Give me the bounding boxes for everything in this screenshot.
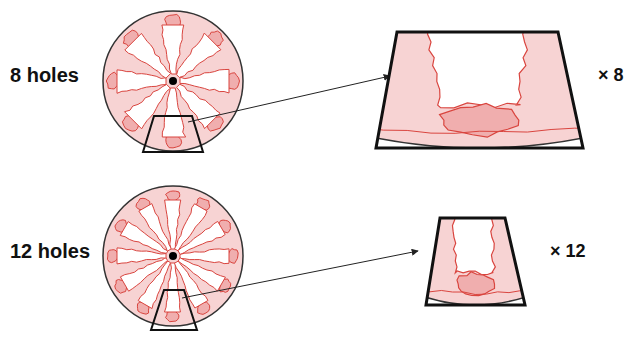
- hole-slot: [177, 33, 221, 77]
- wheel-disc: [103, 186, 243, 326]
- selection-frame: [143, 116, 203, 152]
- magnified-segment: [360, 26, 599, 166]
- rim-arc: [368, 136, 591, 148]
- zoom-arrow: [182, 251, 418, 298]
- segment-outline: [376, 32, 583, 148]
- wheel-disc: [103, 11, 243, 151]
- outside-rim: [423, 296, 528, 326]
- segment-outline: [426, 218, 525, 305]
- hole-slot: [427, 26, 527, 108]
- hole-slot: [125, 84, 171, 128]
- hole-slot: [180, 69, 229, 93]
- text-label: × 8: [598, 66, 624, 86]
- hole-slot: [452, 214, 495, 275]
- text-label: 12 holes: [10, 240, 90, 262]
- hub-dot: [169, 252, 177, 260]
- zoom-arrow: [188, 76, 390, 122]
- hole-slot: [177, 84, 221, 128]
- text-label: × 12: [550, 242, 586, 262]
- band-edge: [419, 289, 531, 294]
- wheel: [103, 11, 243, 151]
- text-label: 8 holes: [10, 64, 79, 86]
- magnified-segment: [419, 214, 531, 327]
- band-edge: [360, 127, 599, 133]
- wheel: [103, 186, 243, 326]
- hole-slot: [174, 261, 207, 308]
- hole-slot: [117, 70, 166, 93]
- rim-blob: [440, 103, 519, 137]
- outside-rim: [368, 136, 591, 166]
- hub-dot: [169, 77, 177, 85]
- rim-blob: [107, 250, 118, 263]
